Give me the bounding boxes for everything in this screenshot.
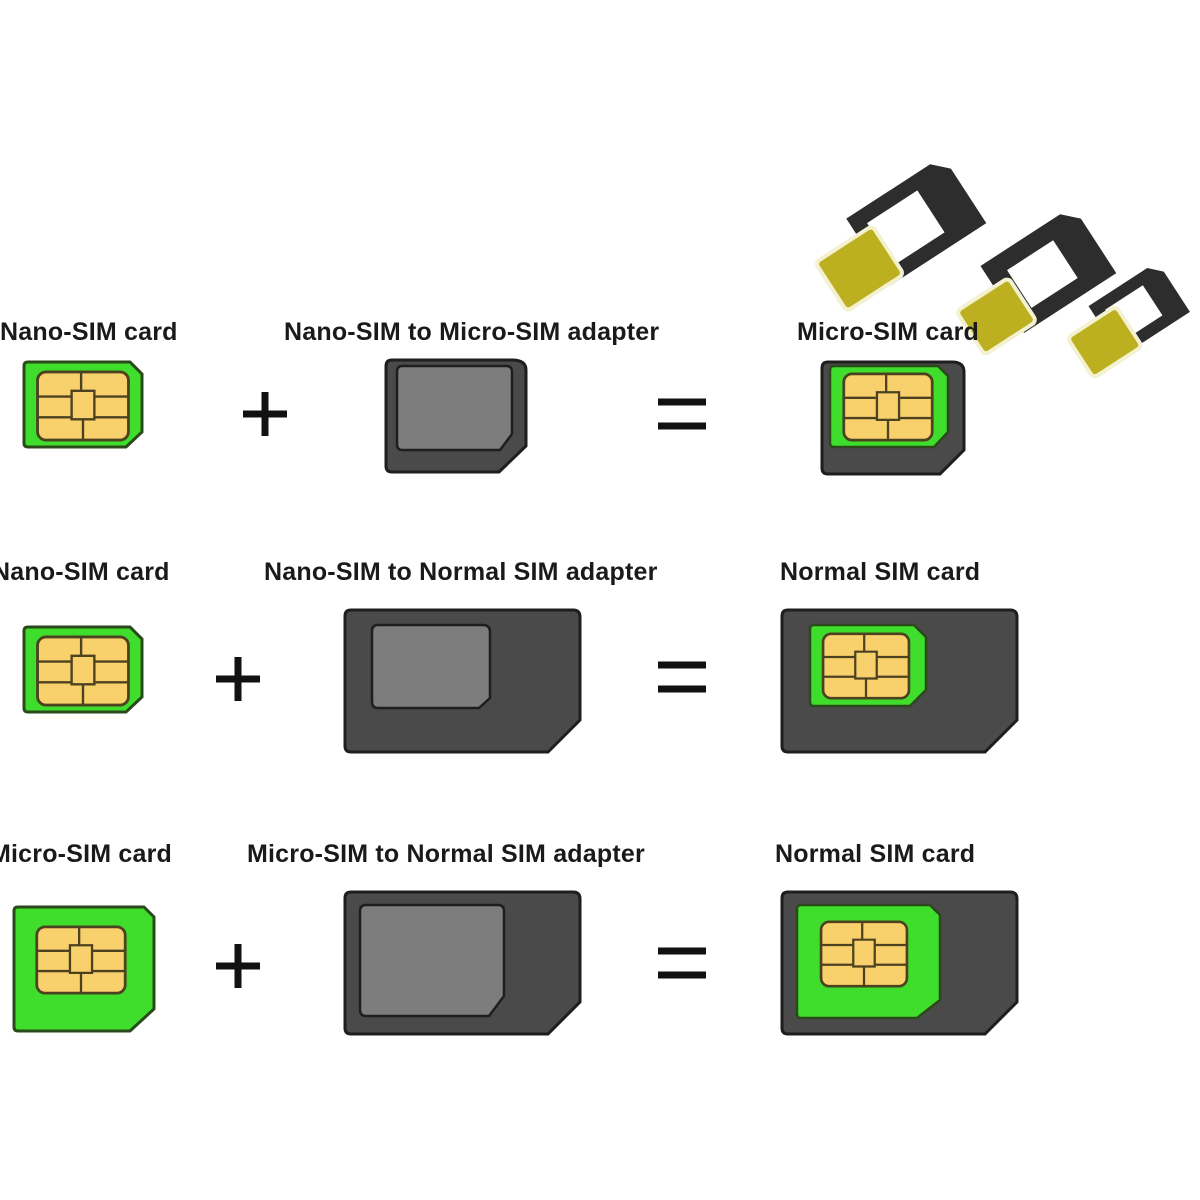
nano-to-micro-adapter-image [384,358,528,474]
label-micro-sim-card: Micro-SIM card [0,840,172,868]
nano-sim-card-image [22,625,144,714]
micro-sim-card-image [12,905,156,1033]
plus-icon [216,657,260,701]
label-nano-to-normal-adapter: Nano-SIM to Normal SIM adapter [264,558,658,586]
label-normal-sim-card: Normal SIM card [775,840,976,868]
equals-icon [658,398,706,430]
micro-to-normal-adapter-image [343,890,582,1036]
normal-sim-card-image [780,890,1019,1036]
label-normal-sim-card: Normal SIM card [780,558,981,586]
normal-sim-card-image [780,608,1019,754]
label-nano-sim-card: Nano-SIM card [0,558,170,586]
nano-to-normal-adapter-image [343,608,582,754]
plus-icon [216,944,260,988]
plus-icon [243,392,287,436]
label-nano-sim-card: Nano-SIM card [0,318,178,346]
micro-sim-card-image [820,360,966,476]
label-nano-to-micro-adapter: Nano-SIM to Micro-SIM adapter [284,318,660,346]
label-micro-sim-card: Micro-SIM card [797,318,979,346]
label-micro-to-normal-adapter: Micro-SIM to Normal SIM adapter [247,840,645,868]
adapter-product-photo [815,164,1190,379]
equals-icon [658,947,706,979]
nano-sim-card-image [22,360,144,449]
equals-icon [658,661,706,693]
